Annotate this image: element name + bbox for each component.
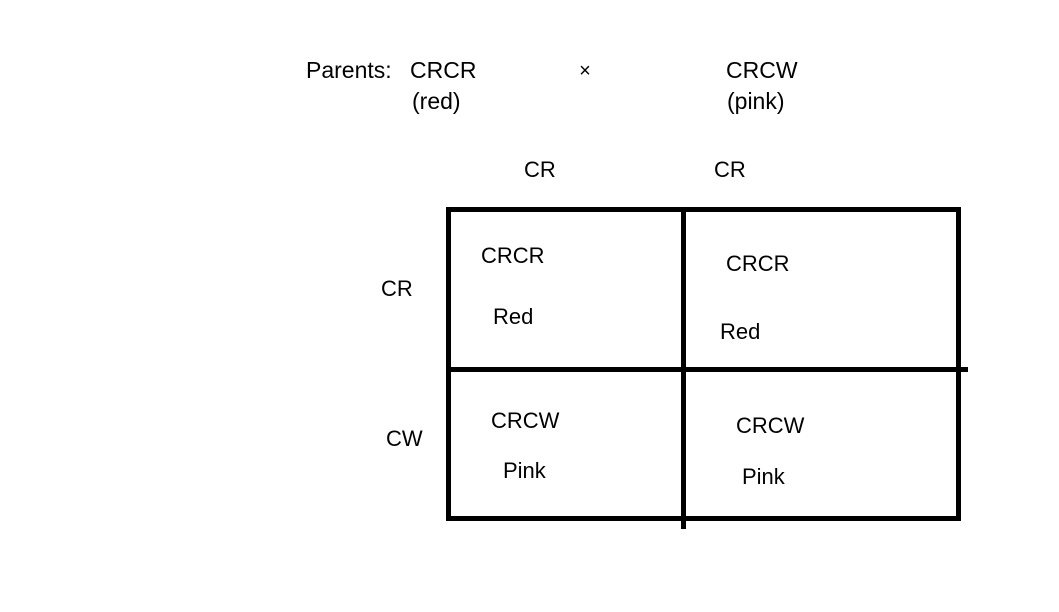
punnett-cell: CRCR Red [451, 212, 681, 367]
cell-genotype: CRCW [491, 408, 560, 433]
cell-phenotype: Red [493, 304, 534, 329]
row-gamete-label-1: CW [386, 426, 423, 451]
punnett-cell: CRCW Pink [451, 372, 681, 516]
punnett-cell: CRCR Red [686, 212, 956, 367]
parent-one-genotype: CRCR [410, 57, 477, 83]
row-gamete-label-0: CR [381, 276, 413, 301]
parent-two-genotype: CRCW [726, 57, 798, 83]
parent-two: CRCW (pink) [726, 55, 886, 117]
parent-one: CRCR (red) [410, 55, 560, 117]
grid-divider-vertical [681, 207, 686, 529]
grid-divider-horizontal [446, 367, 968, 372]
punnett-square-grid: CRCR Red CRCR Red CRCW Pink CRCW Pink [446, 207, 968, 529]
parents-label: Parents: [306, 57, 392, 83]
punnett-cell: CRCW Pink [686, 372, 956, 516]
cell-genotype: CRCW [736, 413, 805, 438]
parent-one-phenotype: (red) [412, 88, 461, 114]
cell-phenotype: Pink [742, 464, 785, 489]
grid-border-top [446, 207, 961, 212]
cell-genotype: CRCR [481, 243, 545, 268]
column-gamete-label-0: CR [524, 157, 556, 182]
parent-cross-header: Parents: CRCR (red) × CRCW (pink) [306, 55, 866, 130]
column-gamete-label-1: CR [714, 157, 746, 182]
cell-phenotype: Red [720, 319, 761, 344]
grid-border-right [956, 207, 961, 521]
cell-phenotype: Pink [503, 458, 546, 483]
cell-genotype: CRCR [726, 251, 790, 276]
grid-border-left [446, 207, 451, 521]
parent-two-phenotype: (pink) [727, 88, 785, 114]
grid-border-bottom [446, 516, 961, 521]
cross-operator-icon: × [579, 60, 591, 82]
